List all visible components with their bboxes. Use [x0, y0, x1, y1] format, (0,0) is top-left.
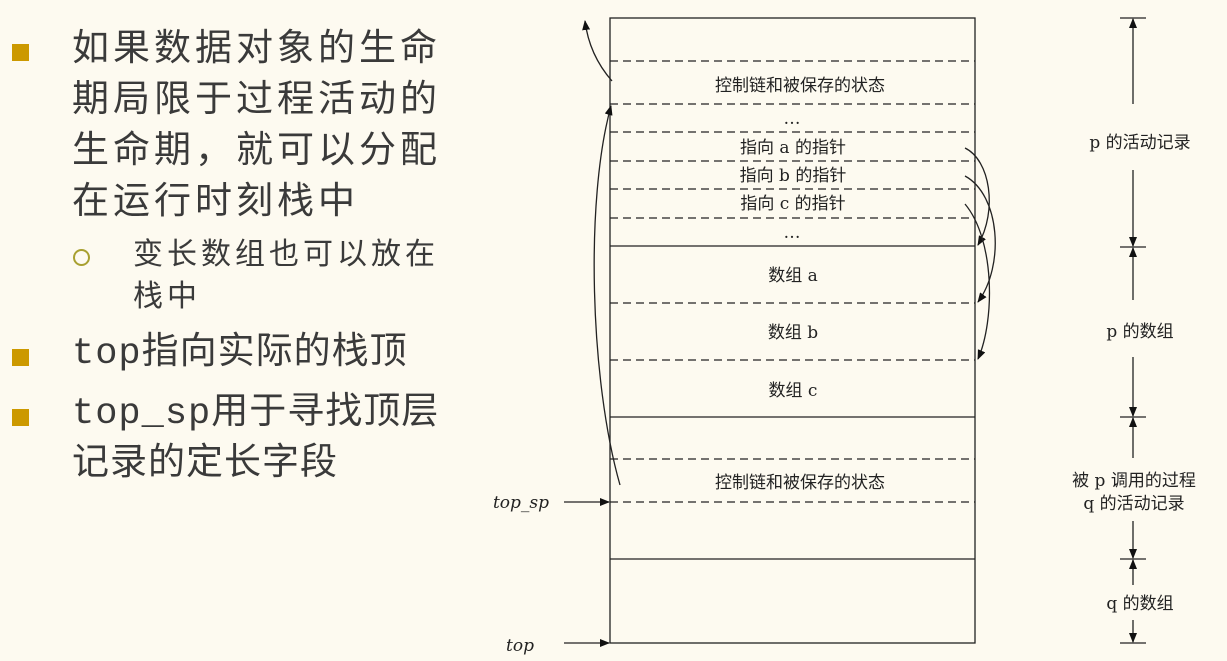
- sub-bullet-text: 变长数组也可以放在栈中: [133, 237, 439, 314]
- top-label: top: [506, 636, 534, 656]
- dimension-lines: [1120, 17, 1146, 644]
- bullet-marker-icon: [12, 44, 29, 61]
- pointer-b-arrow: [964, 175, 996, 303]
- bullet-text: top_sp用于寻找顶层记录的定长字段: [72, 393, 440, 486]
- cell-ellipsis: …: [784, 223, 801, 243]
- dim-label-p-arrays: p 的数组: [1106, 322, 1173, 342]
- cell-control-link-q: 控制链和被保存的状态: [715, 473, 885, 493]
- stack-box: [609, 17, 976, 644]
- control-link-arrow: [593, 105, 621, 486]
- field-dividers: [610, 60, 975, 503]
- bullet-text: top指向实际的栈顶: [72, 333, 408, 375]
- dim-label-q-record-2: q 的活动记录: [1083, 494, 1184, 514]
- pointer-c-arrow: [964, 203, 991, 360]
- cell-pointer-c: 指向 c 的指针: [740, 194, 845, 214]
- bullet-text: 如果数据对象的生命期局限于过程活动的生命期，就可以分配在运行时刻栈中: [72, 26, 441, 222]
- dim-label-p-record: p 的活动记录: [1089, 133, 1190, 153]
- cell-control-link-p: 控制链和被保存的状态: [715, 76, 885, 96]
- cell-array-c: 数组 c: [769, 381, 818, 401]
- cell-ellipsis: …: [784, 109, 801, 129]
- cell-pointer-a: 指向 a 的指针: [740, 138, 846, 158]
- bullet-marker-icon: [12, 349, 29, 366]
- control-link-arrow-up: [582, 20, 613, 82]
- cell-array-b: 数组 b: [768, 323, 818, 343]
- cell-pointer-b: 指向 b 的指针: [740, 166, 847, 186]
- top-sp-label: top_sp: [493, 493, 549, 513]
- pointer-a-arrow: [964, 147, 990, 246]
- bullet-marker-icon: [12, 409, 29, 426]
- record-dividers: [610, 245, 975, 560]
- sub-bullet-circle-icon: [73, 249, 90, 266]
- dim-label-q-record-1: 被 p 调用的过程: [1072, 471, 1196, 491]
- dim-label-q-arrays: q 的数组: [1106, 594, 1173, 614]
- cell-array-a: 数组 a: [768, 266, 818, 286]
